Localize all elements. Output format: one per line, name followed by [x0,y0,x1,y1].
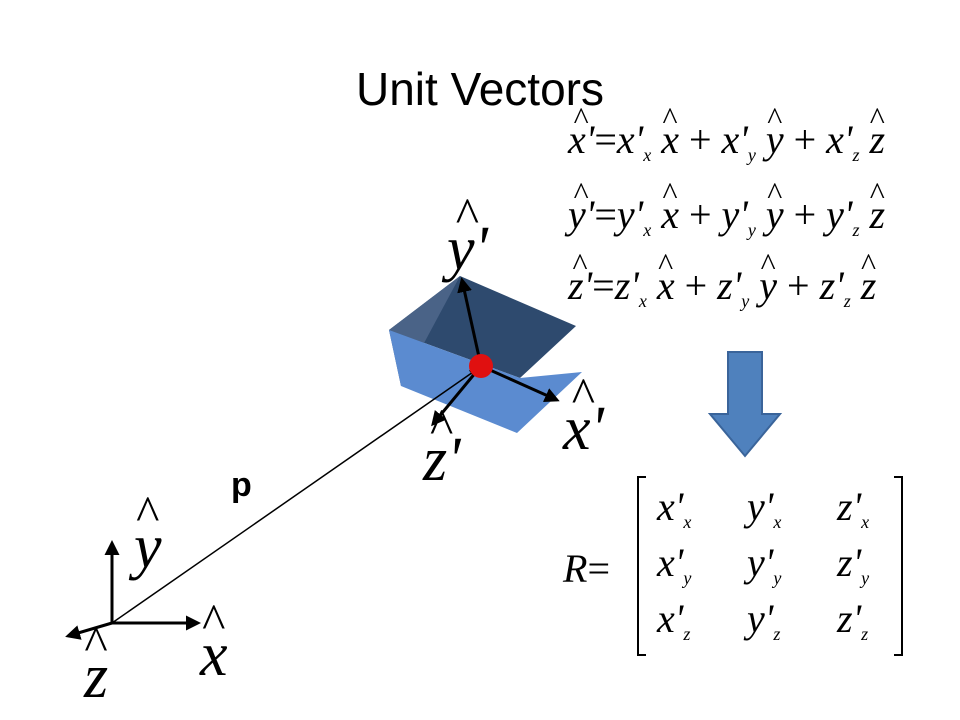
matrix-grid: x'x y'x z'x x'y y'y z'y x'z y'z z'z [653,483,913,651]
world-y-label: y [134,512,162,583]
body-x-label: x' [563,394,604,465]
matrix-right-bracket [894,476,903,656]
matrix-cell: y'x [747,484,782,533]
world-x-label: x [200,620,228,691]
equation-y: y'=y'x x + y'y y + y'z z [568,195,885,240]
matrix-cell: x'z [657,596,691,645]
world-z-label: z [84,642,108,713]
body-y-axis [457,277,483,367]
body-z-label: z' [423,425,460,496]
body-y-label: y' [447,214,488,285]
matrix-cell: x'x [657,484,692,533]
body-x-axis [480,364,560,402]
matrix-cell: z'z [837,596,869,645]
transform-down-arrow [707,351,783,458]
position-vector-p [111,369,478,624]
matrix-cell: z'y [837,540,870,589]
slide-title: Unit Vectors [356,63,604,115]
matrix-cell: z'x [837,484,870,533]
rotation-matrix: R= x'x y'x z'x x'y y'y z'y x'z y'z z'z [561,473,911,657]
body-origin-dot [469,354,493,378]
matrix-cell: x'y [657,540,692,589]
matrix-cell: y'z [747,596,781,645]
matrix-left-bracket [637,476,646,656]
matrix-name: R= [563,546,610,591]
equation-x: x'=x'x x + x'y y + x'z z [568,120,885,165]
equation-z: z'=z'x x + z'y y + z'z z [568,266,876,311]
vector-p-label: p [231,466,252,504]
matrix-cell: y'y [747,540,782,589]
box-front-face [389,330,582,433]
